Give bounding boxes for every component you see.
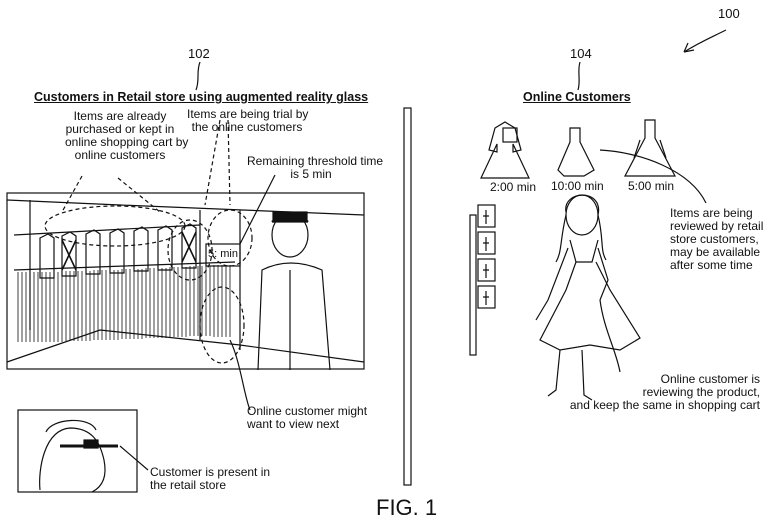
dress-2-time: 10:00 min (551, 179, 604, 193)
dress-3-time: 5:00 min (628, 179, 675, 193)
present-leader (119, 445, 149, 471)
callout-reviewing: Online customer is reviewing the product… (569, 372, 760, 412)
callout-purchased: Items are already purchased or kept in o… (65, 109, 189, 162)
right-panel-title: Online Customers (523, 90, 631, 104)
left-panel-title: Customers in Retail store using augmente… (34, 90, 369, 104)
callout-reviewed: Items are being reviewed by retail store… (670, 206, 763, 272)
callout-threshold: Remaining threshold time is 5 min (247, 154, 384, 181)
timer-tag: 5: min (208, 248, 238, 260)
online-customer-figure (535, 194, 641, 401)
dress-2-icon (557, 127, 595, 177)
garments-lower-row (17, 265, 231, 342)
timer-box (205, 243, 241, 267)
next-leader (229, 339, 251, 411)
highlight-dashes (44, 119, 253, 364)
purchased-x-marks (61, 231, 197, 271)
figure-ref-number: 100 (718, 6, 740, 21)
right-panel-ref: 104 (570, 46, 592, 61)
reviewing-leader (599, 299, 621, 373)
store-customer-figure (257, 211, 331, 371)
reviewed-leader (599, 149, 707, 204)
panel-divider (403, 107, 412, 486)
callout-next: Online customer might want to view next (247, 404, 368, 431)
ar-customer-face (39, 419, 118, 493)
callout-trial: Items are being trial by the online cust… (187, 107, 309, 134)
figure-caption: FIG. 1 (376, 495, 438, 520)
ref-100-arrow (683, 29, 727, 53)
store-scene-frame (6, 192, 365, 370)
thumbnail-rail (469, 214, 477, 356)
garments-upper-row (39, 223, 197, 279)
dress-1-icon (480, 121, 530, 179)
ref-104-leader (577, 61, 581, 91)
left-panel-ref: 102 (188, 46, 210, 61)
thumbnail-strip (477, 204, 496, 309)
ar-customer-inset (17, 409, 138, 493)
ref-102-leader (195, 61, 201, 91)
dress-1-time: 2:00 min (490, 180, 537, 194)
callout-present: Customer is present in the retail store (150, 465, 271, 492)
